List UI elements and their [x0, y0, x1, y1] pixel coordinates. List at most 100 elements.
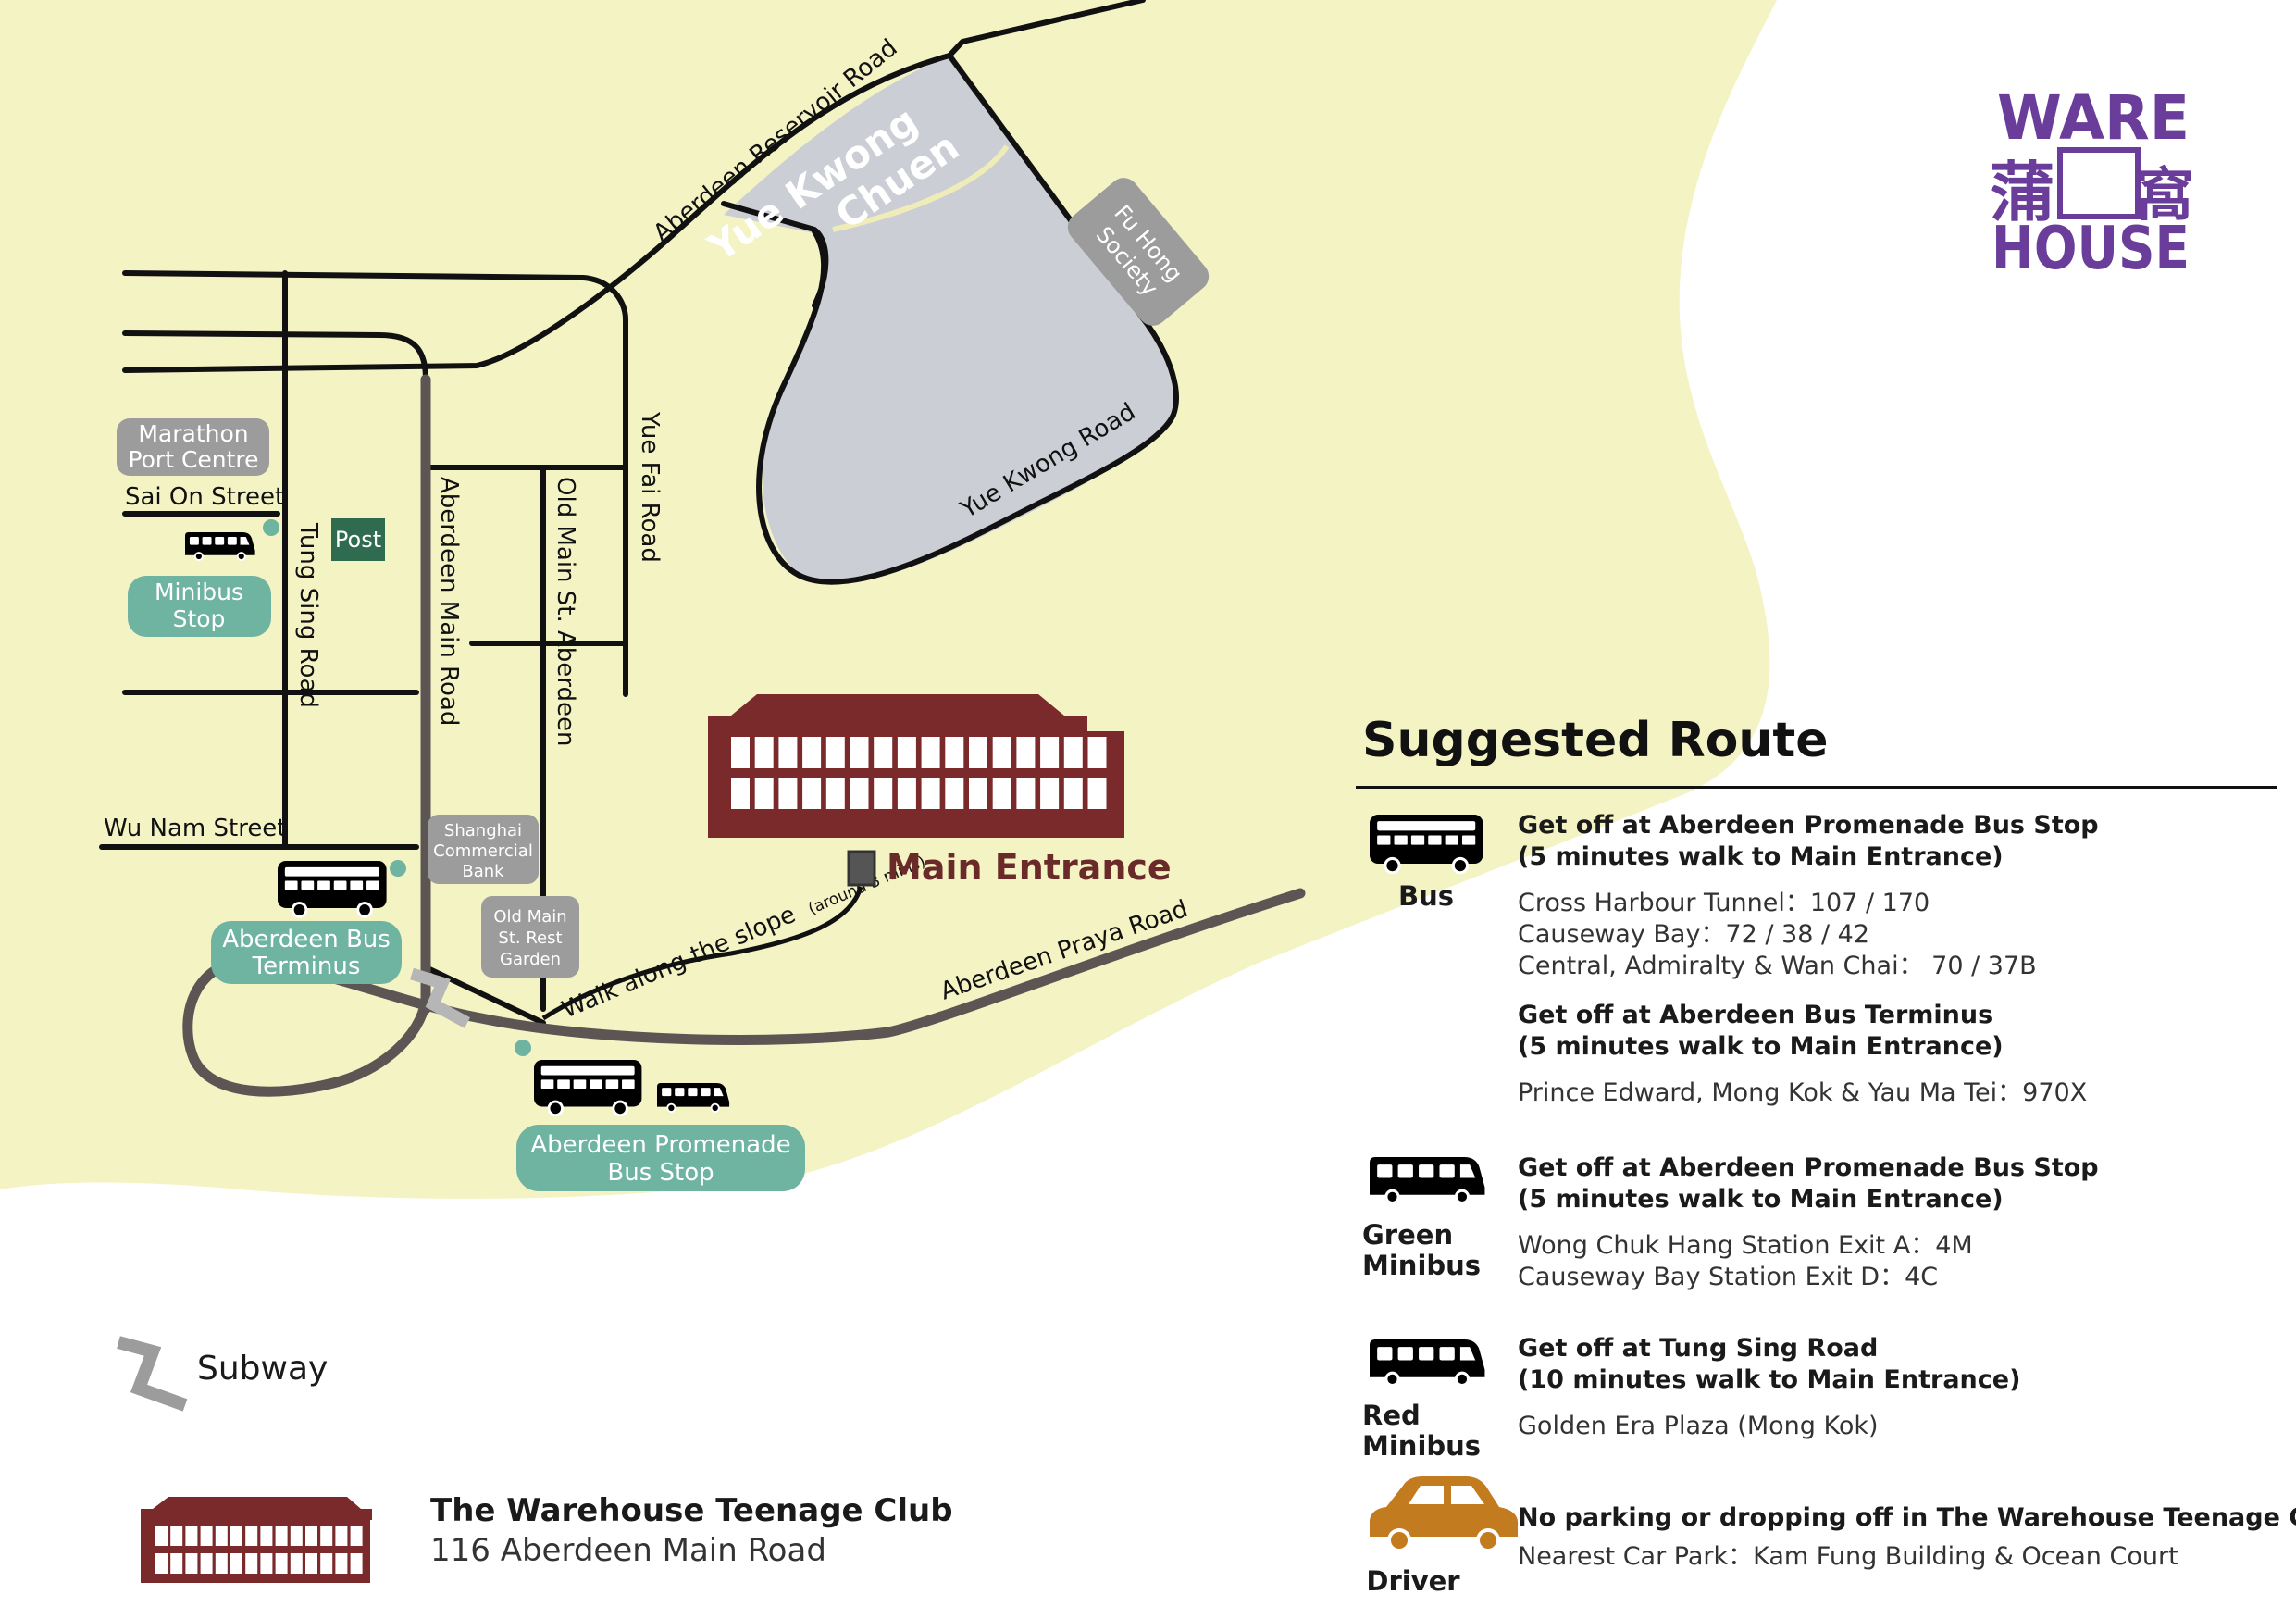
bus-group-2-heading-1: Get off at Aberdeen Bus Terminus — [1518, 1001, 1993, 1029]
building-window — [230, 1553, 242, 1574]
marathon-line-2: Port Centre — [128, 446, 258, 473]
minibus-stop: Minibus Stop — [128, 519, 279, 637]
building-window — [260, 1526, 273, 1546]
building-window — [230, 1526, 242, 1546]
building-window — [992, 737, 1011, 768]
logo-line-3: HOUSE — [1992, 215, 2190, 283]
building-window — [320, 1553, 333, 1574]
building-window — [969, 778, 987, 809]
building-window — [320, 1526, 333, 1546]
building-window — [290, 1553, 303, 1574]
marathon-port-centre-badge: Marathon Port Centre — [117, 418, 269, 476]
subway-key-icon — [117, 1336, 188, 1412]
green-minibus-line-1: Wong Chuk Hang Station Exit A：4M — [1518, 1231, 1973, 1260]
logo-line-1: WARE — [1997, 82, 2190, 154]
bank-line-3: Bank — [462, 862, 504, 881]
driver-line: Nearest Car Park：Kam Fung Building & Oce… — [1518, 1542, 2178, 1571]
building-window — [969, 737, 987, 768]
red-minibus-label-2: Minibus — [1362, 1430, 1482, 1462]
green-minibus-label: Green Minibus — [1362, 1220, 1481, 1281]
legend-divider — [1356, 786, 2277, 789]
building-window — [874, 737, 893, 768]
logo-left-char: 蒲 — [1990, 155, 2054, 230]
building-window — [731, 778, 750, 809]
building-window — [921, 737, 940, 768]
main-entrance-label: Main Entrance — [887, 847, 1172, 888]
building-window — [170, 1526, 183, 1546]
logo-right-char: 窩 — [2136, 161, 2193, 229]
label-old-main-st: Old Main St. Aberdeen — [552, 477, 579, 747]
building-window — [778, 778, 798, 809]
post-office-badge: Post — [331, 518, 385, 561]
red-minibus-icon — [1370, 1339, 1485, 1387]
bus-label: Bus — [1397, 880, 1454, 912]
building-window — [1016, 737, 1036, 768]
building-window — [778, 737, 798, 768]
building-window — [290, 1526, 303, 1546]
bus-group-1-line-1: Cross Harbour Tunnel：107 / 170 — [1518, 889, 1930, 917]
rest-garden-badge: Old Main St. Rest Garden — [481, 896, 579, 978]
building-window — [260, 1553, 273, 1574]
road-network — [99, 0, 1179, 1026]
promenade-line-1: Aberdeen Promenade — [530, 1131, 790, 1159]
bus-group-1-heading-1: Get off at Aberdeen Promenade Bus Stop — [1518, 811, 2099, 840]
label-main-road: Aberdeen Main Road — [435, 477, 463, 726]
building-window — [185, 1526, 198, 1546]
aberdeen-promenade-bus-stop: Aberdeen Promenade Bus Stop — [515, 1040, 805, 1191]
garden-line-1: Old Main — [493, 907, 566, 927]
building-window — [992, 778, 1011, 809]
bus-group-1-line-3: Central, Admiralty & Wan Chai： 70 / 37B — [1518, 952, 2037, 980]
building-window — [1040, 737, 1060, 768]
driver-info: No parking or dropping off in The Wareho… — [1518, 1502, 2296, 1573]
building-window — [200, 1553, 213, 1574]
land-area — [0, 0, 1777, 1199]
building-window — [874, 778, 893, 809]
building-window — [1087, 778, 1107, 809]
terminus-line-2: Terminus — [252, 953, 361, 980]
green-minibus-routes: Get off at Aberdeen Promenade Bus Stop (… — [1518, 1152, 2099, 1293]
bank-line-1: Shanghai — [444, 821, 522, 841]
building-window — [1063, 778, 1083, 809]
bus-route-group-2: Get off at Aberdeen Bus Terminus (5 minu… — [1518, 1000, 2087, 1109]
building-window — [215, 1526, 228, 1546]
minibus-stop-line-2: Stop — [173, 605, 226, 632]
green-minibus-label-2: Minibus — [1362, 1250, 1482, 1281]
warehouse-logo: WARE 蒲 窩 HOUSE — [1990, 82, 2193, 283]
building-window — [754, 737, 774, 768]
building-window — [335, 1526, 348, 1546]
red-minibus-label-1: Red — [1362, 1400, 1421, 1431]
building-window — [305, 1526, 317, 1546]
bus-route-group-1: Get off at Aberdeen Promenade Bus Stop (… — [1518, 810, 2099, 982]
red-minibus-heading-2: (10 minutes walk to Main Entrance) — [1518, 1365, 2021, 1394]
shanghai-commercial-bank-badge: Shanghai Commercial Bank — [428, 815, 539, 884]
post-label: Post — [335, 527, 381, 553]
bus-group-1-heading-2: (5 minutes walk to Main Entrance) — [1518, 842, 2004, 871]
label-tung-sing: Tung Sing Road — [294, 522, 322, 708]
building-window — [945, 778, 964, 809]
bank-line-2: Commercial — [433, 841, 533, 861]
building-window — [945, 737, 964, 768]
red-minibus-heading-1: Get off at Tung Sing Road — [1518, 1334, 1879, 1363]
building-window — [350, 1553, 363, 1574]
building-window — [1087, 737, 1107, 768]
building-window — [897, 778, 916, 809]
road-reservoir — [122, 0, 1146, 373]
building-window — [155, 1553, 168, 1574]
road-top-branch — [122, 270, 628, 697]
building-window — [200, 1526, 213, 1546]
warehouse-building — [708, 694, 1124, 838]
building-window — [825, 778, 845, 809]
walk-route — [541, 886, 863, 1021]
red-minibus-line-1: Golden Era Plaza (Mong Kok) — [1518, 1412, 1879, 1440]
building-window — [275, 1553, 288, 1574]
club-address: 116 Aberdeen Main Road — [430, 1532, 826, 1569]
suggested-route-title: Suggested Route — [1362, 713, 1829, 768]
yue-kwong-chuen-estate — [724, 56, 1175, 584]
car-icon — [1370, 1476, 1519, 1552]
logo-frame — [2057, 147, 2141, 219]
terminus-line-1: Aberdeen Bus — [222, 926, 391, 953]
building-window — [802, 778, 822, 809]
green-minibus-label-1: Green — [1362, 1219, 1454, 1251]
red-minibus-label: Red Minibus — [1362, 1401, 1481, 1462]
promenade-line-2: Bus Stop — [607, 1159, 714, 1187]
